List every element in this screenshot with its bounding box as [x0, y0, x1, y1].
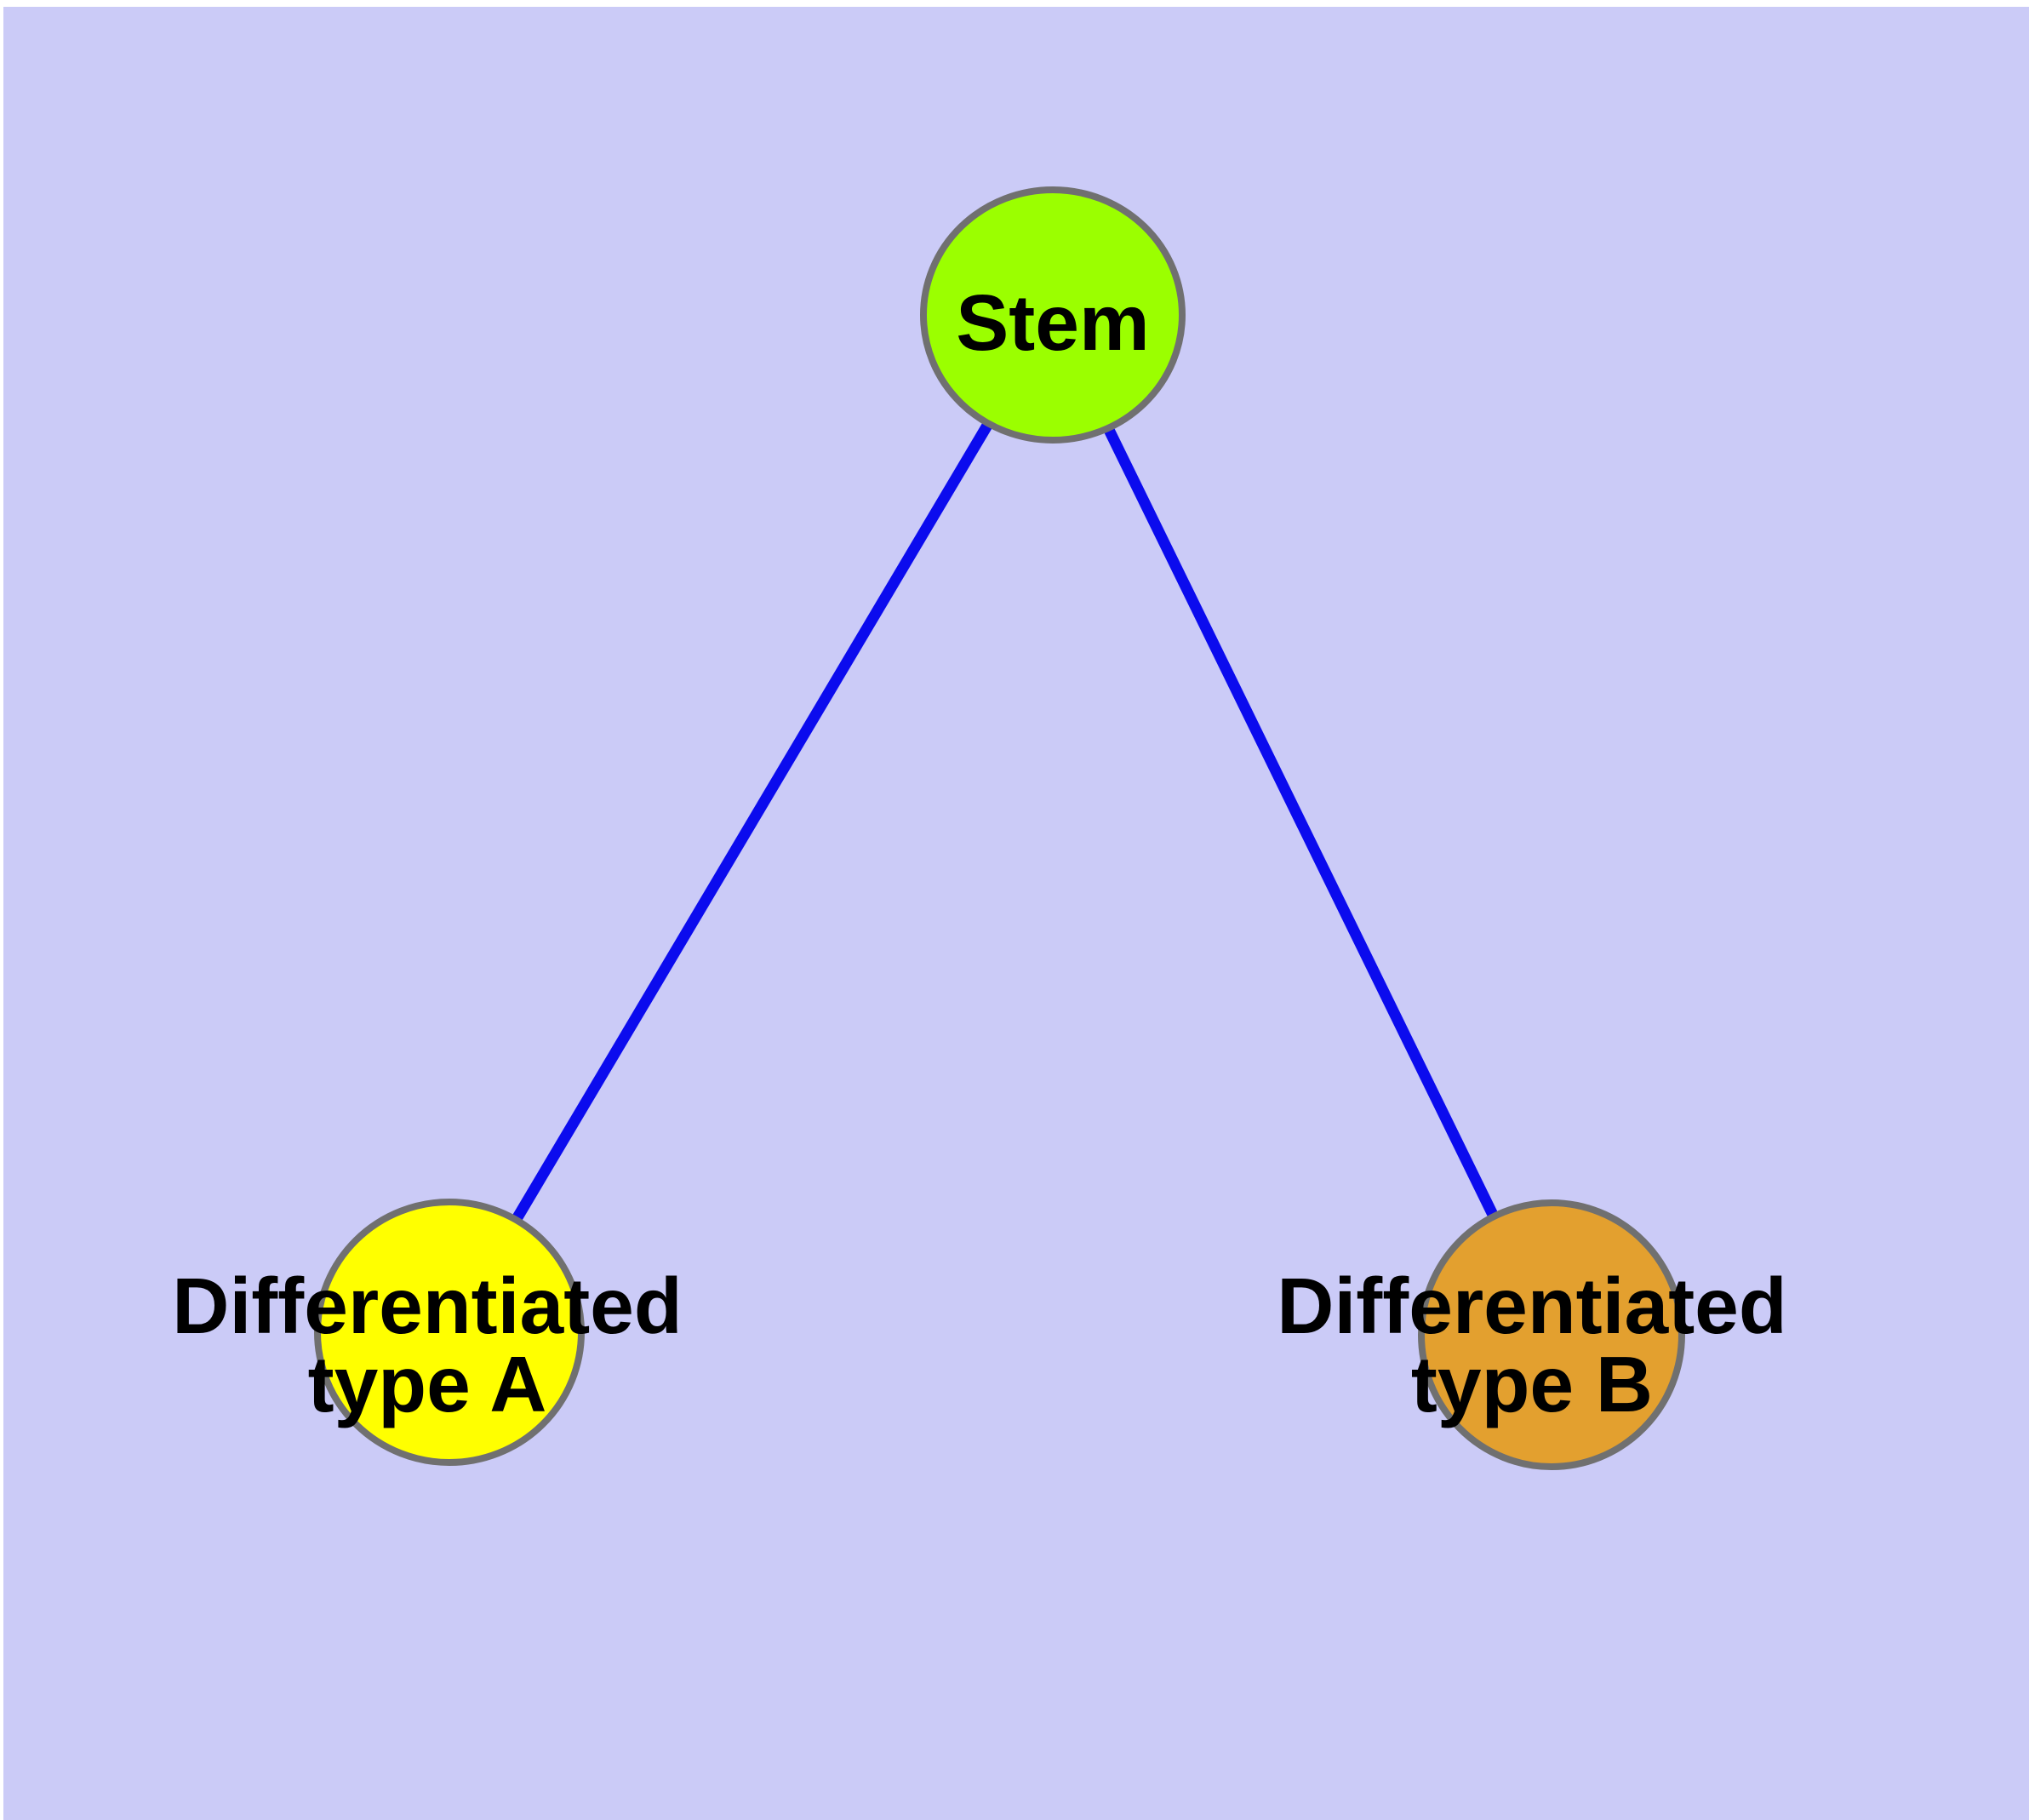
node-differentiated-type-b — [1418, 1199, 1685, 1470]
node-differentiated-type-a — [314, 1199, 585, 1466]
label-stem: Stem — [956, 278, 1149, 367]
node-stem — [920, 186, 1186, 444]
label-type-b-line1: Differentiated — [1277, 1262, 1786, 1350]
label-type-a-line1: Differentiated — [172, 1262, 682, 1350]
edge-stem-to-type-b — [1048, 312, 1557, 1337]
label-type-b-line2: type B — [1411, 1340, 1653, 1428]
label-type-a-line2: type A — [308, 1340, 547, 1428]
edge-stem-to-type-a — [444, 312, 1058, 1336]
